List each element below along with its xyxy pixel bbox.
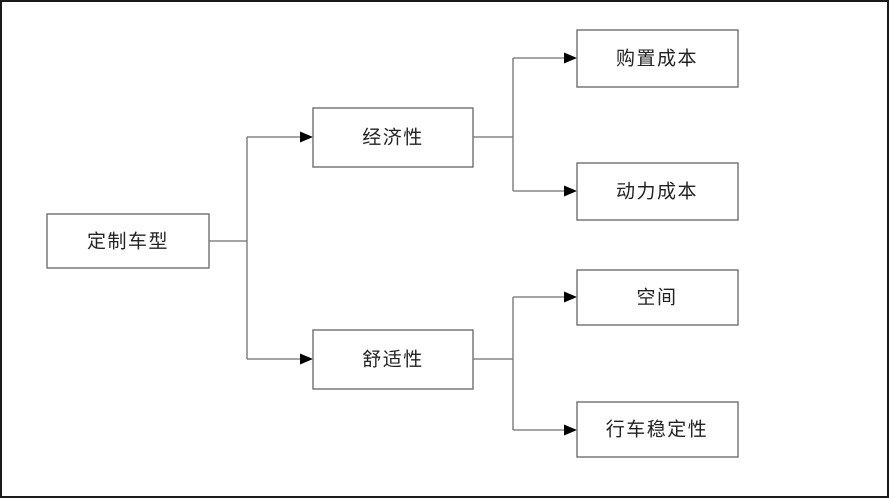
node-space-box [576, 269, 739, 326]
node-root-label: 定制车型 [87, 231, 169, 253]
arrowhead-to-power-cost [564, 185, 577, 197]
connector-group-comfort [473, 291, 577, 436]
node-driving-stability-box [576, 401, 739, 458]
connector-group-root [209, 131, 313, 365]
arrowhead-to-comfort [300, 353, 313, 365]
arrowhead-to-purchase-cost [564, 52, 577, 64]
connector-group-economy [473, 52, 577, 197]
node-comfort-label: 舒适性 [362, 349, 424, 371]
node-purchase-cost-box [576, 29, 739, 88]
arrowhead-to-driving-stability [564, 424, 577, 436]
node-economy-label: 经济性 [362, 127, 424, 149]
arrowhead-to-space [564, 291, 577, 303]
node-space[interactable]: 空间 [576, 269, 739, 326]
node-root-box [46, 213, 210, 269]
node-purchase-cost[interactable]: 购置成本 [576, 29, 739, 88]
connector-root-trunk [209, 136, 300, 360]
node-power-cost[interactable]: 动力成本 [576, 162, 739, 221]
node-purchase-cost-label: 购置成本 [616, 48, 698, 70]
node-power-cost-box [576, 162, 739, 221]
connector-economy-trunk [473, 57, 564, 192]
node-comfort-box [312, 329, 474, 390]
node-driving-stability-label: 行车稳定性 [606, 419, 709, 441]
node-root[interactable]: 定制车型 [46, 213, 210, 269]
node-space-label: 空间 [636, 287, 677, 309]
node-economy[interactable]: 经济性 [312, 107, 474, 168]
node-driving-stability[interactable]: 行车稳定性 [576, 401, 739, 458]
node-comfort[interactable]: 舒适性 [312, 329, 474, 390]
node-economy-box [312, 107, 474, 168]
node-power-cost-label: 动力成本 [616, 181, 698, 203]
arrowhead-to-economy [300, 131, 313, 143]
connector-comfort-trunk [473, 296, 564, 431]
